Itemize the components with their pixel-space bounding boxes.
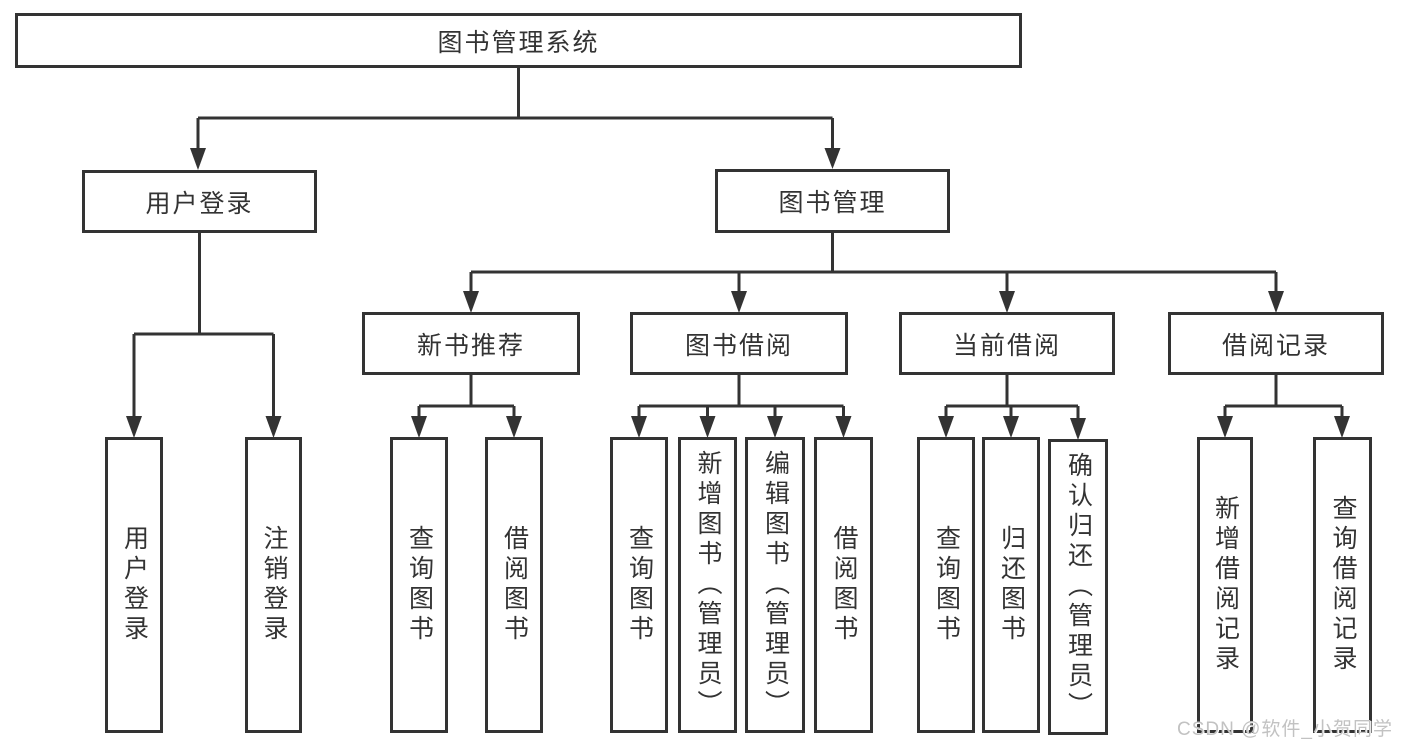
node-current-borrow-label: 当前借阅 [952, 331, 1061, 360]
leaf-user-login: 用户登录 [105, 437, 163, 733]
leaf-borrow-borrow-books: 借阅图书 [814, 437, 873, 733]
node-user-login-group: 用户登录 [82, 170, 317, 233]
leaf-user-login-label: 用户登录 [120, 525, 149, 645]
leaf-borrow-query-books-label: 查询图书 [625, 525, 654, 645]
leaf-newbook-query-books-label: 查询图书 [405, 525, 434, 645]
leaf-current-return-books-label: 归还图书 [997, 525, 1026, 645]
leaf-newbook-borrow-books-label: 借阅图书 [500, 525, 529, 645]
leaf-borrow-add-books-admin: 新增图书（管理员） [678, 437, 737, 733]
leaf-current-return-books: 归还图书 [982, 437, 1040, 733]
node-root: 图书管理系统 [15, 13, 1022, 68]
watermark: CSDN @软件_小贺同学 [1177, 719, 1393, 740]
node-user-login-label: 用户登录 [145, 189, 254, 218]
node-book-borrow: 图书借阅 [630, 312, 848, 375]
node-borrow-record-label: 借阅记录 [1221, 331, 1330, 360]
arrowheads [126, 148, 1350, 440]
leaf-records-query-record-label: 查询借阅记录 [1329, 495, 1357, 675]
leaf-records-add-record-label: 新增借阅记录 [1211, 495, 1240, 675]
node-book-borrow-label: 图书借阅 [684, 331, 793, 360]
node-borrow-record: 借阅记录 [1168, 312, 1384, 375]
leaf-current-confirm-return-admin: 确认归还（管理员） [1048, 439, 1108, 735]
leaf-current-confirm-return-admin-label: 确认归还（管理员） [1064, 452, 1093, 722]
leaf-logout: 注销登录 [245, 437, 302, 733]
leaf-current-query-books-label: 查询图书 [932, 525, 961, 645]
leaf-newbook-query-books: 查询图书 [390, 437, 448, 733]
leaf-borrow-edit-books-admin-label: 编辑图书（管理员） [761, 450, 790, 720]
leaf-logout-label: 注销登录 [260, 525, 288, 645]
node-new-book-recommend-label: 新书推荐 [416, 331, 525, 360]
leaf-borrow-add-books-admin-label: 新增图书（管理员） [694, 450, 722, 720]
leaf-borrow-borrow-books-label: 借阅图书 [830, 525, 858, 645]
node-root-label: 图书管理系统 [437, 28, 600, 57]
leaf-records-add-record: 新增借阅记录 [1197, 437, 1253, 733]
leaf-borrow-edit-books-admin: 编辑图书（管理员） [745, 437, 805, 733]
node-book-management-label: 图书管理 [778, 189, 887, 217]
leaf-records-query-record: 查询借阅记录 [1313, 437, 1372, 733]
leaf-current-query-books: 查询图书 [917, 437, 975, 733]
leaf-borrow-query-books: 查询图书 [610, 437, 668, 733]
node-new-book-recommend: 新书推荐 [362, 312, 580, 375]
leaf-newbook-borrow-books: 借阅图书 [485, 437, 543, 733]
node-current-borrow: 当前借阅 [899, 312, 1115, 375]
node-book-management: 图书管理 [715, 169, 950, 233]
